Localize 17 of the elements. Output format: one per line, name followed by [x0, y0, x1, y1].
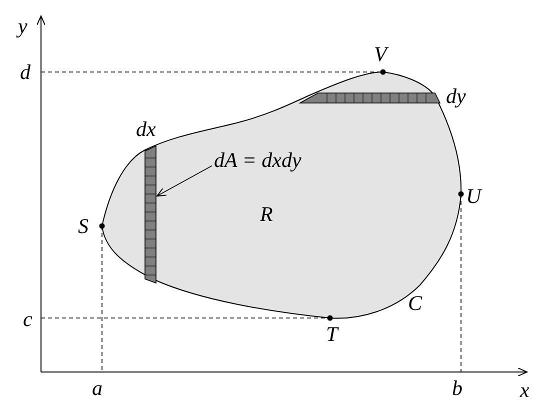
strip-label: dy [446, 86, 466, 107]
axis-tick-label: a [92, 378, 102, 399]
strip-label: dx [136, 119, 156, 140]
axis-label: y [18, 16, 28, 37]
formula-label: dA = dxdy [214, 150, 302, 171]
curve-label: C [408, 293, 422, 314]
axis-tick-label: d [20, 62, 30, 83]
point-label: U [466, 186, 482, 207]
point-label: V [374, 44, 387, 65]
point-label: S [78, 216, 88, 237]
vertical-strip [144, 145, 156, 284]
leader-arrow [156, 165, 212, 196]
axis-label: x [520, 380, 530, 401]
region-label: R [260, 204, 273, 225]
point-label: T [326, 324, 338, 345]
axis-tick-label: c [23, 309, 32, 330]
axis-tick-label: b [452, 378, 462, 399]
